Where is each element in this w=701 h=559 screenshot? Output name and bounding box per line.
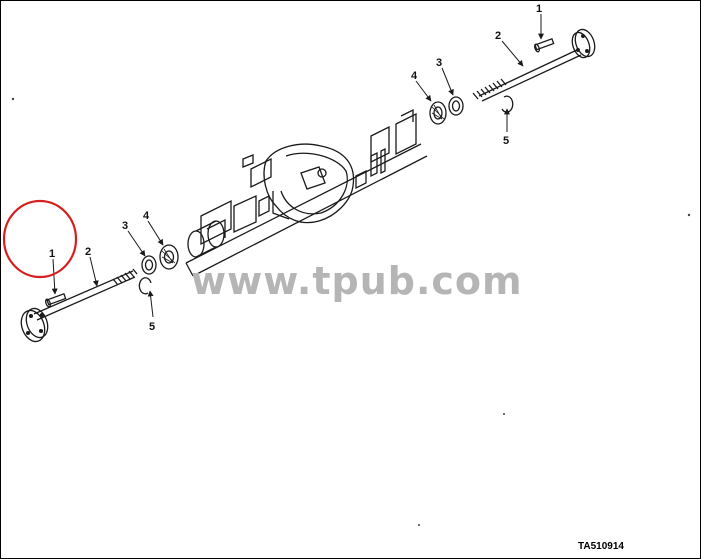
figure-id-label: TA510914 <box>578 541 624 552</box>
callout-right-pin: 1 <box>536 3 542 15</box>
leader-right-seal <box>415 80 432 102</box>
leader-lines <box>51 14 544 318</box>
callout-left-bearing: 3 <box>122 220 128 232</box>
callout-right-shaft: 2 <box>495 30 501 42</box>
right-wheel-stud <box>534 38 555 53</box>
leader-right-bearing <box>441 67 454 96</box>
left-bearing <box>141 255 157 275</box>
right-flange <box>571 28 596 59</box>
callout-left-seal: 4 <box>143 210 150 222</box>
left-wheel-stud <box>45 293 67 308</box>
left-retaining-ring <box>138 277 152 295</box>
leader-left-shaft <box>89 256 99 287</box>
callout-right-bearing: 3 <box>436 57 442 69</box>
left-seal <box>159 244 179 270</box>
callout-right-seal: 4 <box>411 70 418 82</box>
axle-housing <box>185 108 428 277</box>
left-flange <box>20 307 49 343</box>
left-axle-shaft <box>33 268 138 321</box>
highlight-circle <box>2 199 78 279</box>
leader-left-seal <box>147 220 164 246</box>
leader-left-pin <box>51 258 58 295</box>
scan-specks <box>11 97 691 526</box>
callout-left-shaft: 2 <box>85 246 91 258</box>
leader-right-shaft <box>501 40 524 67</box>
right-axle-shaft <box>472 48 582 102</box>
differential-carrier <box>242 143 386 224</box>
leader-left-ring <box>147 290 154 318</box>
right-bearing <box>448 96 464 116</box>
right-seal <box>429 101 447 125</box>
watermark-text: www.tpub.com <box>191 259 523 303</box>
callout-left-ring: 5 <box>149 321 155 333</box>
leader-left-bearing <box>127 230 146 257</box>
callout-right-ring: 5 <box>503 135 509 147</box>
callout-left-pin: 1 <box>49 248 55 260</box>
